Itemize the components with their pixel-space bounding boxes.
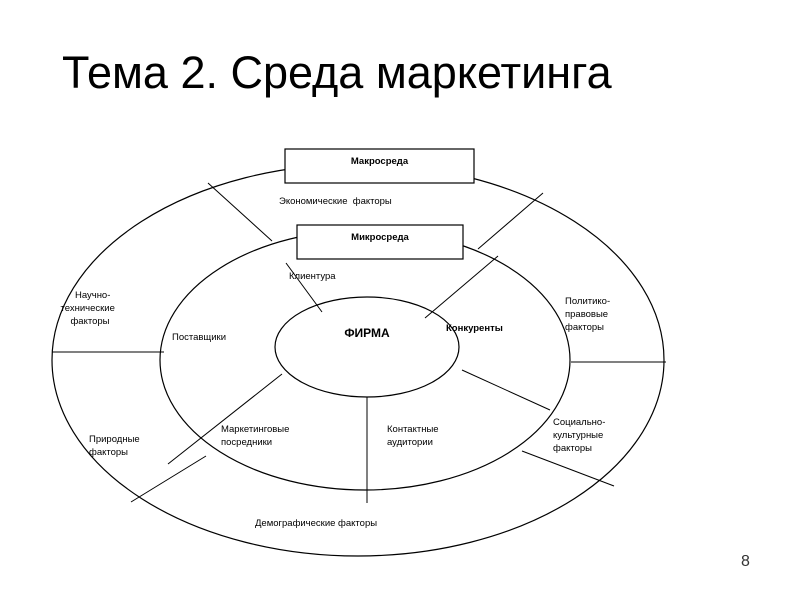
clients-label: Клиентура: [289, 271, 336, 282]
social-factors-line-2: культурные: [553, 430, 603, 441]
social-factors-label: Социально- культурные факторы: [553, 417, 608, 454]
scientific-factors-line-1: Научно-: [75, 290, 110, 301]
natural-factors-line-2: факторы: [89, 447, 128, 458]
macro-ring: [51, 163, 665, 557]
competitors-label: Конкуренты: [446, 323, 503, 334]
slide-title: Тема 2. Среда маркетинга: [62, 47, 612, 98]
demographic-factors-label: Демографические факторы: [255, 518, 377, 529]
social-factors-line-3: факторы: [553, 443, 592, 454]
intermediaries-line-2: посредники: [221, 437, 272, 448]
political-factors-label: Политико- правовые факторы: [565, 296, 613, 333]
macro-box-label: Макросреда: [351, 156, 409, 167]
political-factors-line-1: Политико-: [565, 296, 610, 307]
suppliers-label: Поставщики: [172, 332, 226, 343]
divider-macro-top-right: [477, 192, 544, 250]
divider-macro-bottom-right: [521, 450, 615, 487]
intermediaries-label: Маркетинговые посредники: [221, 424, 292, 448]
micro-box: [296, 224, 464, 260]
natural-factors-line-1: Природные: [89, 434, 140, 445]
divider-macro-top-left: [207, 182, 273, 242]
divider-micro-right: [461, 369, 551, 411]
sector-dividers: [52, 182, 666, 503]
divider-micro-left: [167, 373, 283, 465]
scientific-factors-label: Научно- технические факторы: [61, 290, 118, 327]
social-factors-line-1: Социально-: [553, 417, 605, 428]
audiences-line-2: аудитории: [387, 437, 433, 448]
economic-factors-label: Экономические факторы: [279, 196, 392, 207]
divider-macro-bottom-left: [130, 455, 207, 503]
firm-label: ФИРМА: [344, 326, 390, 340]
intermediaries-line-1: Маркетинговые: [221, 424, 289, 435]
natural-factors-label: Природные факторы: [89, 434, 142, 458]
divider-micro-competitors: [424, 255, 499, 319]
divider-micro-clients: [285, 262, 323, 313]
audiences-line-1: Контактные: [387, 424, 439, 435]
macro-box: [284, 148, 475, 184]
political-factors-line-3: факторы: [565, 322, 604, 333]
audiences-label: Контактные аудитории: [387, 424, 441, 448]
political-factors-line-2: правовые: [565, 309, 608, 320]
scientific-factors-line-3: факторы: [70, 316, 109, 327]
page-number: 8: [741, 553, 750, 570]
micro-ring: [159, 229, 571, 491]
micro-box-label: Микросреда: [351, 232, 409, 243]
scientific-factors-line-2: технические: [61, 303, 115, 314]
